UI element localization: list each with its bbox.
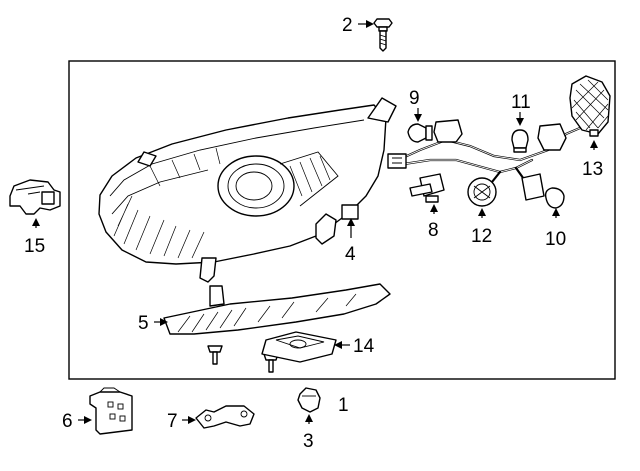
callout-11: 11 xyxy=(511,92,531,113)
part-2-bolt xyxy=(373,18,393,52)
callout-4: 4 xyxy=(345,244,356,265)
part-10-bulb xyxy=(521,173,565,209)
callout-15: 15 xyxy=(24,236,45,257)
part-screw-left xyxy=(207,345,223,365)
part-11-bulb xyxy=(511,123,567,153)
part-13-cover xyxy=(569,75,611,137)
part-1-headlamp-housing xyxy=(98,97,397,283)
part-12-socket xyxy=(467,177,497,207)
part-7-strap xyxy=(195,405,255,429)
part-6-bracket xyxy=(89,387,133,435)
callout-13: 13 xyxy=(582,159,603,180)
callout-14: 14 xyxy=(353,336,375,357)
callout-3: 3 xyxy=(303,431,314,452)
callout-2: 2 xyxy=(342,15,353,36)
callout-10: 10 xyxy=(545,229,566,250)
callout-7: 7 xyxy=(167,411,178,432)
callout-8: 8 xyxy=(428,220,439,241)
callout-1: 1 xyxy=(338,395,349,416)
part-15-bracket xyxy=(9,179,61,215)
part-5-lower-bracket xyxy=(163,283,391,335)
part-14-module xyxy=(261,331,337,363)
callout-6: 6 xyxy=(62,411,73,432)
assembly-frame xyxy=(68,60,616,380)
part-3-nut xyxy=(297,387,321,413)
part-8-bulb-socket xyxy=(409,173,445,203)
part-9-bulb xyxy=(407,119,463,143)
callout-12: 12 xyxy=(471,226,492,247)
callout-9: 9 xyxy=(409,88,420,109)
callout-5: 5 xyxy=(138,313,149,334)
